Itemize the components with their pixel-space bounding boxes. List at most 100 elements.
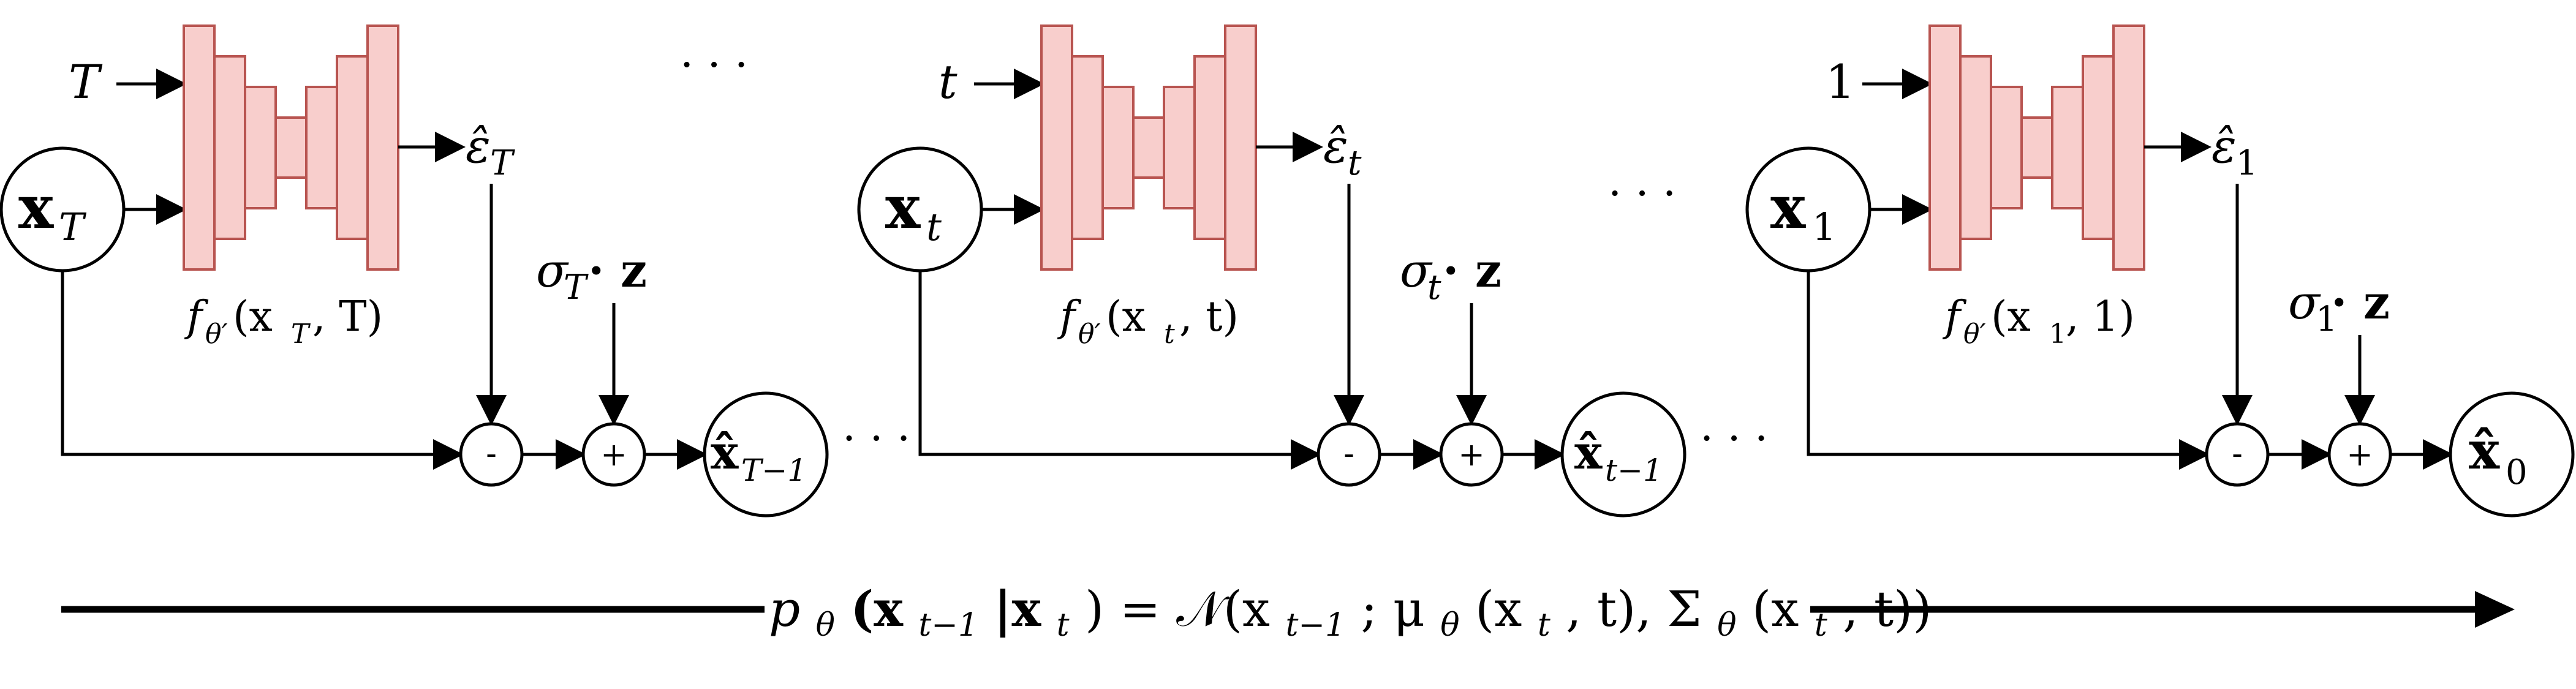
output-node-sub: 0 — [2506, 453, 2528, 492]
formula-n-close: , t)) — [1843, 581, 1932, 638]
input-node-label: x — [885, 173, 921, 242]
unet-block — [1040, 24, 1257, 271]
output-node-label: x̂ — [711, 425, 739, 480]
eps-label: ε̂ — [2212, 119, 2237, 173]
net-sub: θ′ — [1963, 318, 1985, 350]
input-node-sub: 1 — [1812, 205, 1836, 249]
input-node-sub: t — [926, 205, 942, 249]
sigma-sub: T — [564, 268, 589, 307]
formula-sigma-sub: θ — [1717, 607, 1736, 644]
time-label: t — [939, 55, 958, 109]
minus-label: - — [1343, 435, 1354, 472]
input-node-label: x — [1770, 173, 1806, 242]
output-node-label: x̂ — [2469, 420, 2500, 481]
formula-n-sub1: t−1 — [1285, 607, 1345, 644]
sigma-sub: t — [1427, 268, 1441, 307]
stage-t: t x t ε̂ t f θ′ (x t , t) σ t · z - — [857, 24, 1686, 518]
eps-sub: t — [1348, 143, 1362, 183]
plus-label: + — [1458, 437, 1485, 473]
input-node-sub: T — [59, 205, 87, 249]
unet-layer — [1959, 55, 1992, 240]
time-label: 1 — [1826, 55, 1855, 109]
formula-n-mid2: (x — [1475, 581, 1522, 638]
formula-lhs-sub2: t — [1057, 607, 1070, 644]
unet-layer — [1224, 24, 1257, 271]
unet-layer — [1101, 86, 1135, 209]
minus-label: - — [2232, 435, 2243, 472]
skip-line — [1807, 271, 2210, 470]
unet-layer — [1040, 24, 1073, 271]
formula-p: p — [769, 581, 800, 638]
output-node — [703, 391, 829, 518]
formula-n-mid4: (x — [1752, 581, 1799, 638]
net-sub: θ′ — [1078, 318, 1100, 350]
formula-p-sub: θ — [816, 607, 835, 644]
eps-label: ε̂ — [1323, 119, 1348, 173]
stage-1: 1 x 1 ε̂ 1 f θ′ (x 1 , 1) σ 1 · z - — [1745, 24, 2575, 518]
formula-lhs-sub1: t−1 — [918, 607, 978, 644]
net-args-sub: 1 — [2049, 318, 2066, 350]
plus-label: + — [600, 437, 627, 473]
net-args-sub: T — [291, 318, 311, 350]
sigma-label: σ — [2288, 275, 2321, 329]
unet-layer — [366, 24, 399, 271]
unet-layer — [183, 24, 216, 271]
formula-n-mid3: , t), Σ — [1566, 581, 1702, 638]
unet-layer — [1132, 116, 1165, 179]
ellipsis-top-2: · · · — [1608, 168, 1676, 219]
minus-label: - — [486, 435, 497, 472]
net-args: (x — [1106, 293, 1146, 341]
ellipsis-mid-2: · · · — [1700, 413, 1768, 464]
unet-layer — [244, 86, 277, 209]
formula-lhs-open: (x — [850, 580, 904, 638]
stage-T: T x T ε̂ T f θ′ (x T , T) σ T · z — [0, 24, 829, 518]
eps-sub: 1 — [2236, 143, 2258, 183]
skip-line — [918, 271, 1321, 470]
unet-block — [183, 24, 399, 271]
sigma-tail: · z — [588, 243, 647, 298]
sigma-label: σ — [1400, 243, 1433, 298]
skip-line — [61, 271, 464, 470]
input-node — [1745, 146, 1872, 273]
unet-layer — [1163, 86, 1196, 209]
ellipsis-top-1: · · · — [680, 40, 748, 90]
net-args-tail: , 1) — [2066, 293, 2135, 341]
formula-n-sub2: t — [1538, 607, 1551, 644]
unet-layer — [1071, 55, 1104, 240]
unet-layer — [305, 86, 338, 209]
eps-sub: T — [490, 143, 515, 183]
svg-text:p θ (x t−1: p θ (x t−1 |x t ) = 𝒩(x t−1 ; μ θ (x t ,… — [769, 580, 1932, 647]
formula-lhs-close: ) = 𝒩(x — [1085, 581, 1270, 638]
unet-layer — [274, 116, 308, 179]
output-node-label: x̂ — [1574, 425, 1603, 480]
formula-lhs-mid: |x — [994, 580, 1041, 638]
unet-layer — [213, 55, 246, 240]
sigma-sub: 1 — [2316, 299, 2338, 339]
eps-label: ε̂ — [466, 119, 491, 173]
unet-layer — [2082, 55, 2115, 240]
unet-layer — [1990, 86, 2023, 209]
output-node — [1560, 391, 1686, 518]
unet-layer — [2020, 116, 2053, 179]
net-sub: θ′ — [205, 318, 227, 350]
sigma-label: σ — [536, 243, 569, 298]
output-node-sub: T−1 — [741, 453, 807, 488]
unet-layer — [1928, 24, 1962, 271]
time-label: T — [69, 55, 103, 109]
net-args-sub: t — [1164, 318, 1175, 350]
formula-n-mid1: ; μ — [1361, 581, 1424, 638]
formula-mu-sub: θ — [1440, 607, 1459, 644]
unet-block — [1928, 24, 2145, 271]
unet-layer — [2112, 24, 2145, 271]
bottom-arrowhead — [2475, 591, 2515, 628]
plus-label: + — [2346, 437, 2373, 473]
sigma-tail: · z — [2331, 275, 2390, 329]
unet-layer — [2051, 86, 2084, 209]
net-args-tail: , T) — [312, 293, 383, 341]
unet-layer — [336, 55, 369, 240]
sigma-tail: · z — [1443, 243, 1501, 298]
output-node-sub: t−1 — [1605, 453, 1663, 488]
input-node-label: x — [18, 173, 54, 242]
net-args: (x — [1991, 293, 2031, 341]
